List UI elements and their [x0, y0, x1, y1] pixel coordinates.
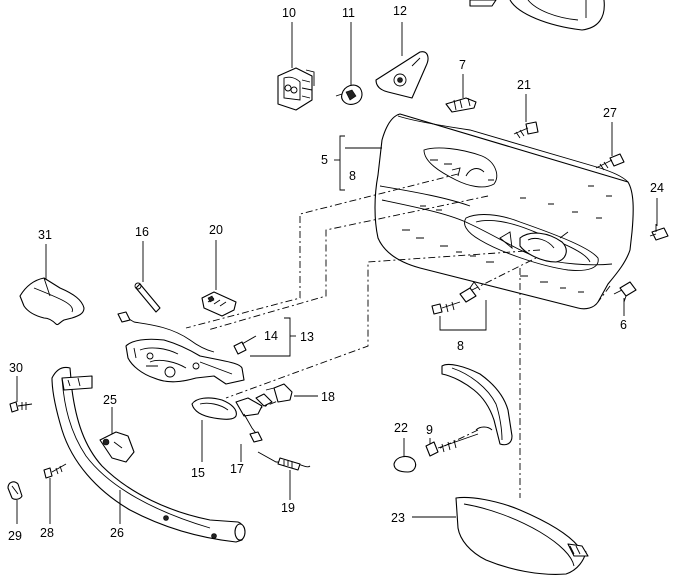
callout-12: 12: [393, 4, 407, 18]
part-28-screw: [43, 463, 67, 479]
callout-23: 23: [391, 511, 405, 525]
callout-28: 28: [40, 526, 54, 540]
callout-6: 6: [620, 318, 627, 332]
part-21-screw: [513, 121, 539, 139]
callout-25: 25: [103, 393, 117, 407]
part-20-connector: [201, 291, 237, 317]
part-16-rod: [134, 282, 161, 313]
callout-14: 14: [264, 329, 278, 343]
part-30-screw: [9, 401, 33, 413]
callout-21: 21: [517, 78, 531, 92]
part-8-screw-set: [431, 281, 481, 315]
callout-9: 9: [426, 423, 433, 437]
part-9-pull-handle: [425, 363, 513, 457]
part-11-switch-bezel: [335, 84, 363, 105]
part-31-trim-cover: [19, 277, 85, 326]
callout-18: 18: [321, 390, 335, 404]
part-26-armrest-grip: [51, 366, 246, 543]
callout-16: 16: [135, 225, 149, 239]
callout-11: 11: [342, 6, 355, 20]
part-24-screw: [649, 224, 669, 241]
part-27-screw: [595, 153, 625, 171]
callout-19: 19: [281, 501, 295, 515]
part-13-door-handle-mechanism: [117, 311, 245, 385]
top-clipped-parts: [469, 0, 605, 31]
callout-27: 27: [603, 106, 617, 120]
callout-15: 15: [191, 466, 205, 480]
callout-22: 22: [394, 421, 408, 435]
part-15-inner-handle: [191, 393, 273, 437]
callout-26: 26: [110, 526, 124, 540]
callout-29: 29: [8, 529, 22, 543]
callout-17: 17: [230, 462, 244, 476]
part-12-mirror-cover: [375, 51, 429, 99]
part-10-window-switch: [277, 67, 315, 111]
callout-24: 24: [650, 181, 664, 195]
callout-5: 5: [321, 153, 328, 167]
callout-7: 7: [459, 58, 466, 72]
callout-labels: 10 11 12 7 21 27 5 8 24 31 16 20 14 13 6…: [8, 4, 664, 543]
door-trim-panel: [374, 113, 634, 310]
callout-10: 10: [282, 6, 296, 20]
part-18-clip: [265, 383, 293, 403]
callout-8-top: 8: [349, 169, 356, 183]
part-19-operating-rod: [257, 451, 311, 471]
callout-8-bottom: 8: [457, 339, 464, 353]
part-7-clip: [445, 97, 477, 113]
callout-31: 31: [38, 228, 52, 242]
leader-lines: [16, 22, 658, 524]
part-14-cap: [233, 341, 247, 355]
callout-20: 20: [209, 223, 223, 237]
part-29-clip: [7, 481, 23, 500]
callout-13: 13: [300, 330, 314, 344]
assembly-guide-lines: [185, 173, 611, 498]
part-17-small-clip: [249, 431, 263, 443]
part-22-plug: [393, 455, 417, 473]
part-6-clip: [613, 281, 637, 303]
callout-30: 30: [9, 361, 23, 375]
part-23-door-pocket: [455, 497, 589, 575]
part-25-bracket: [99, 431, 135, 463]
